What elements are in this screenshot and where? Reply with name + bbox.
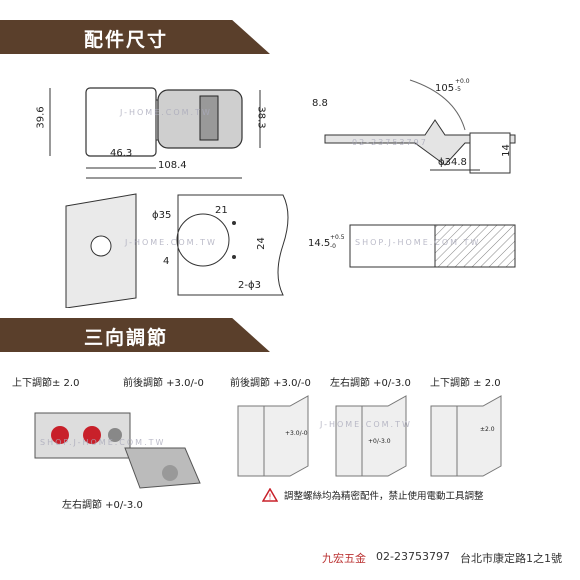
cabinet-1 xyxy=(237,395,309,477)
side-v: 14 xyxy=(500,144,512,157)
dimensions-title: 配件尺寸 xyxy=(84,29,169,51)
label-frontback: 前後調節 +3.0/-0 xyxy=(123,378,204,389)
hole-screws: 2-ϕ3 xyxy=(238,280,261,291)
side-angle-tol-up: +0.0 xyxy=(455,78,470,85)
mounting-plate xyxy=(65,193,137,308)
dim-w1: 46.3 xyxy=(110,148,133,159)
watermark-6: J-HOME.COM.TW xyxy=(320,420,412,429)
warning-icon: ! xyxy=(262,488,278,502)
panel-tol-down: -0 xyxy=(330,243,336,250)
hole-d1: ϕ35 xyxy=(152,210,172,221)
cabinet-3 xyxy=(430,395,502,477)
dim-h1: 39.6 xyxy=(35,106,47,129)
watermark-3: J-HOME.COM.TW xyxy=(125,238,217,247)
cabinet-2-tag: +0/-3.0 xyxy=(368,438,391,445)
adjust-area: 上下調節± 2.0 前後調節 +3.0/-0 左右調節 +0/-3.0 SHOP… xyxy=(0,360,580,520)
side-d: ϕ34.8 xyxy=(438,157,467,168)
side-h: 8.8 xyxy=(312,98,328,109)
side-angle-tol-down: -5 xyxy=(455,86,461,93)
dimensions-area: 39.6 38.3 46.3 108.4 J-HOME.COM.TW 8.8 1… xyxy=(0,60,580,310)
cup-hole-drawing xyxy=(176,194,289,296)
adjust-title: 三向調節 xyxy=(84,327,169,349)
cabinet-2-label: 左右調節 +0/-3.0 xyxy=(330,378,411,389)
dim-h2: 38.3 xyxy=(255,106,267,129)
panel-tol-up: +0.5 xyxy=(330,234,345,241)
dim-w2: 108.4 xyxy=(158,160,187,171)
watermark-2: 02-23753797 xyxy=(352,138,428,147)
hinge-top-view xyxy=(49,87,261,179)
warning-text: 調整螺絲均為精密配件，禁止使用電動工具調整 xyxy=(284,491,484,502)
cabinet-3-tag: ±2.0 xyxy=(480,426,495,433)
side-angle: 105 xyxy=(435,83,455,94)
svg-text:!: ! xyxy=(268,493,271,502)
cabinet-2 xyxy=(335,395,407,477)
watermark-1: J-HOME.COM.TW xyxy=(120,108,212,117)
cabinet-3-label: 上下調節 ± 2.0 xyxy=(430,378,501,389)
hole-h: 24 xyxy=(255,237,267,250)
warning-note: ! 調整螺絲均為精密配件，禁止使用電動工具調整 xyxy=(262,488,484,502)
footer-brand: 九宏五金 xyxy=(322,552,367,565)
dimensions-banner: 配件尺寸 xyxy=(0,20,270,54)
cabinet-1-tag: +3.0/-0 xyxy=(285,430,308,437)
footer-phone: 02-23753797 xyxy=(376,550,450,563)
watermark-4: SHOP.J-HOME.COM.TW xyxy=(355,238,481,247)
label-updown: 上下調節± 2.0 xyxy=(12,378,80,389)
label-leftright: 左右調節 +0/-3.0 xyxy=(62,500,143,511)
footer-address: 台北市康定路1之1號 xyxy=(460,552,562,565)
hinge-adjust-view xyxy=(34,412,201,489)
footer: 九宏五金 02-23753797 台北市康定路1之1號 xyxy=(322,550,562,566)
watermark-5: SHOP.J-HOME.COM.TW xyxy=(40,438,166,447)
adjust-banner: 三向調節 xyxy=(0,318,270,352)
panel-section xyxy=(349,224,516,268)
cabinet-1-label: 前後調節 +3.0/-0 xyxy=(230,378,311,389)
hole-e: 4 xyxy=(163,256,170,267)
hinge-side-view xyxy=(324,79,516,174)
hole-c: 21 xyxy=(215,205,228,216)
panel-thick: 14.5 xyxy=(308,238,331,249)
